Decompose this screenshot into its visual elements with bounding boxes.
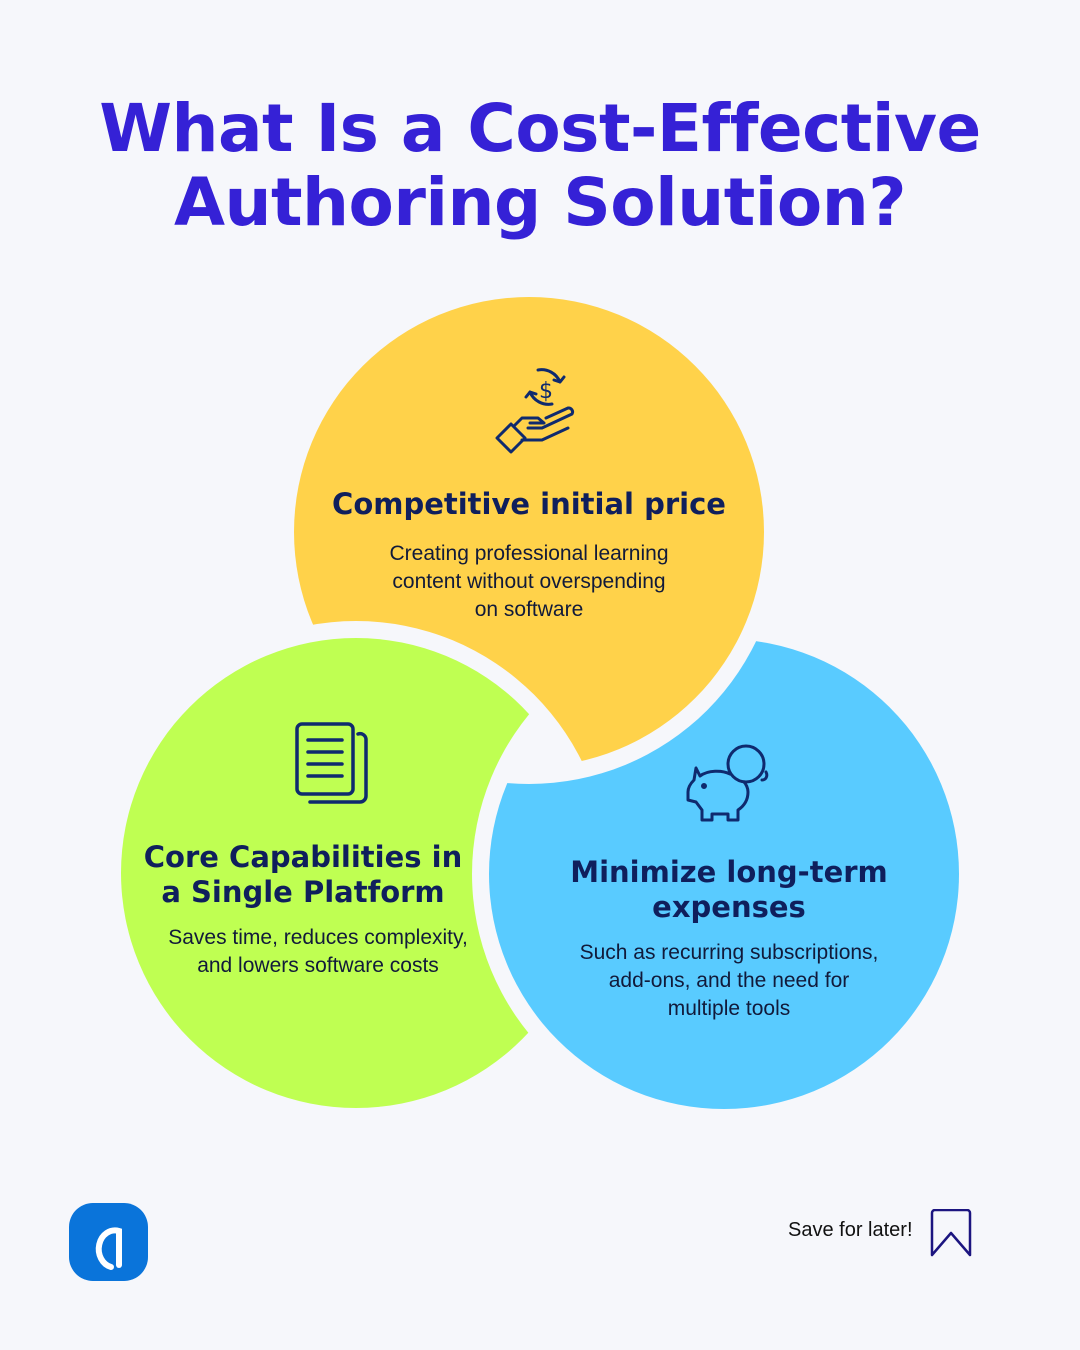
circle-core-capabilities: Core Capabilities in a Single Platform S…: [128, 840, 478, 980]
brand-logo: [69, 1203, 148, 1281]
circle-long-term-expenses: Minimize long-term expenses Such as recu…: [529, 855, 929, 1023]
svg-text:$: $: [539, 379, 553, 404]
document-icon: [295, 722, 368, 804]
page-title: What Is a Cost-Effective Authoring Solut…: [99, 90, 981, 241]
circle-body: Such as recurring subscriptions, add-ons…: [579, 941, 879, 1020]
bookmark-icon[interactable]: [929, 1209, 973, 1257]
yellow-circle: [294, 297, 764, 767]
hand-dollar-icon: $: [495, 368, 575, 454]
circle-body: Saves time, reduces complexity, and lowe…: [168, 926, 468, 977]
circle-body: Creating professional learning content w…: [389, 542, 669, 621]
save-for-later-label[interactable]: Save for later!: [788, 1219, 913, 1241]
blue-circle: [489, 639, 959, 1109]
circle-competitive-price: Competitive initial price Creating profe…: [319, 487, 739, 624]
piggy-bank-icon: [686, 744, 769, 822]
